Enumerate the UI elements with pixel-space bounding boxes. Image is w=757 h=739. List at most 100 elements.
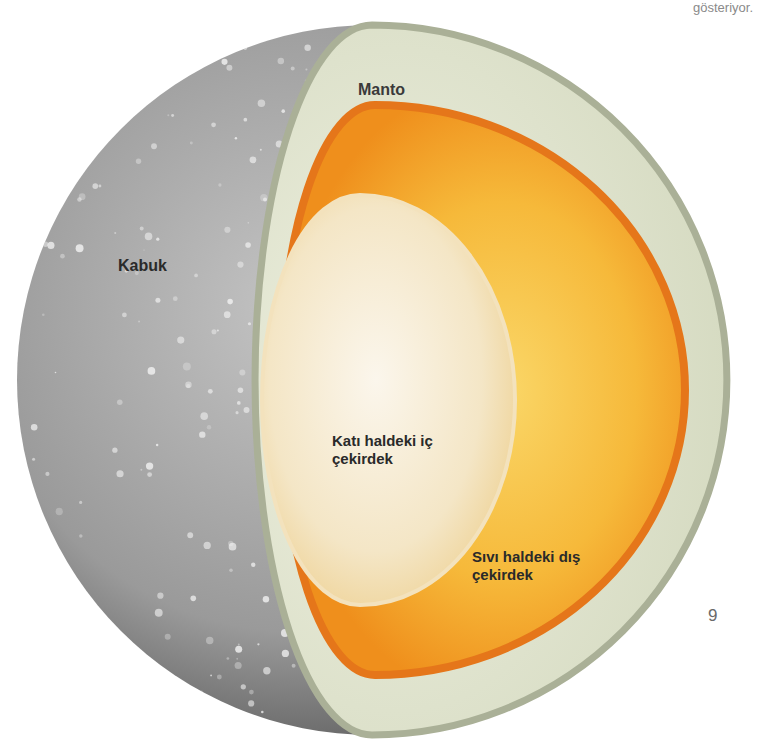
- crater: [165, 634, 171, 640]
- crater: [54, 170, 58, 174]
- crater: [193, 694, 197, 698]
- crater: [79, 501, 82, 504]
- crater: [258, 100, 265, 107]
- crater: [156, 238, 159, 241]
- crater: [221, 59, 227, 65]
- page-number: 9: [708, 606, 717, 626]
- crater: [31, 424, 38, 431]
- crater: [98, 184, 101, 187]
- crater: [224, 227, 230, 233]
- crater: [217, 329, 219, 331]
- crater: [40, 28, 46, 34]
- crater: [282, 650, 289, 657]
- crater: [140, 227, 144, 231]
- crater: [207, 425, 211, 429]
- layer-name: Kabuk: [118, 256, 167, 275]
- inner-core: [262, 195, 515, 605]
- crater: [79, 534, 82, 537]
- crater: [238, 644, 240, 646]
- crater: [204, 542, 211, 549]
- crater: [18, 120, 22, 124]
- crater: [173, 296, 178, 301]
- crater: [92, 183, 98, 189]
- crater: [56, 508, 63, 515]
- crater: [261, 711, 264, 714]
- crater: [227, 657, 230, 660]
- crater: [226, 65, 232, 71]
- crater: [77, 49, 82, 54]
- crater: [248, 700, 254, 706]
- crater: [235, 662, 242, 669]
- crater: [210, 675, 212, 677]
- crater: [249, 690, 254, 695]
- crater: [143, 249, 145, 251]
- crater: [177, 337, 184, 344]
- crater: [257, 643, 259, 645]
- crater: [91, 627, 98, 634]
- crater: [45, 472, 49, 476]
- crater: [47, 242, 54, 249]
- crater: [241, 684, 246, 689]
- crater: [148, 367, 156, 375]
- crater: [244, 407, 250, 413]
- crater: [194, 274, 198, 278]
- crater: [77, 197, 81, 201]
- crater: [145, 233, 153, 241]
- crater: [278, 58, 285, 65]
- layer-name: Sıvı haldeki dış çekirdek: [472, 548, 590, 584]
- crater: [43, 105, 45, 107]
- crater: [76, 244, 84, 252]
- crater: [229, 568, 233, 572]
- crater: [263, 596, 269, 602]
- crater: [171, 114, 174, 117]
- crater: [305, 68, 307, 70]
- crater: [57, 66, 59, 68]
- crater: [35, 60, 37, 62]
- crater: [157, 593, 163, 599]
- crater: [248, 222, 250, 224]
- crater: [239, 370, 245, 376]
- crater: [235, 646, 242, 653]
- crust-surface: [17, 25, 727, 735]
- crater: [33, 566, 39, 572]
- crater: [211, 329, 216, 334]
- crater: [187, 532, 193, 538]
- crater: [136, 159, 141, 164]
- crater: [200, 691, 203, 694]
- crater: [205, 38, 212, 45]
- crater: [185, 381, 191, 387]
- crater: [250, 156, 257, 163]
- crater: [218, 183, 221, 186]
- crater: [236, 658, 238, 660]
- crater: [146, 462, 153, 469]
- crater: [48, 617, 51, 620]
- crater: [237, 261, 243, 267]
- crater: [21, 604, 28, 611]
- crater: [155, 298, 160, 303]
- crater: [137, 662, 144, 669]
- crater: [243, 118, 247, 122]
- crater: [117, 399, 123, 405]
- caption-fragment: gösteriyor.: [693, 0, 753, 16]
- crater: [112, 448, 117, 453]
- crater: [224, 311, 231, 318]
- crater: [228, 541, 233, 546]
- crater: [304, 44, 310, 50]
- crater: [64, 65, 69, 70]
- crater: [27, 617, 29, 619]
- crater: [167, 114, 169, 116]
- crater: [237, 401, 241, 405]
- crater: [142, 92, 145, 95]
- crater: [190, 596, 196, 602]
- mantle-section: [255, 25, 727, 735]
- crater: [43, 241, 49, 247]
- crater: [281, 109, 285, 113]
- crater: [235, 137, 237, 139]
- crater: [260, 149, 262, 151]
- crater: [200, 412, 208, 420]
- crater: [235, 411, 238, 414]
- crater: [248, 322, 251, 325]
- crater: [114, 232, 116, 234]
- crater: [245, 242, 251, 248]
